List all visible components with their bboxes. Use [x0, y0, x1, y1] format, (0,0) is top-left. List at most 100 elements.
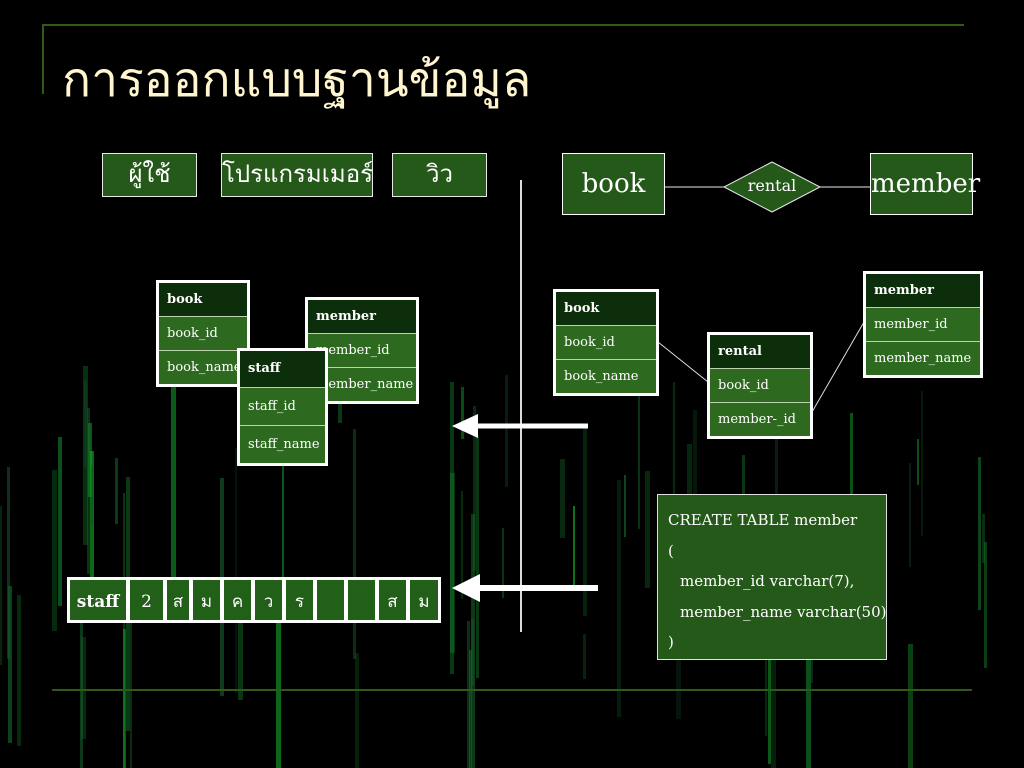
rain-streak — [617, 480, 621, 717]
rain-streak — [7, 467, 10, 659]
rain-streak — [90, 451, 94, 603]
rain-streak — [645, 471, 650, 588]
rain-streak — [502, 528, 504, 598]
rain-streak — [450, 382, 454, 674]
rain-streak — [505, 375, 508, 487]
rain-streak — [624, 475, 626, 537]
rain-streak — [471, 619, 474, 686]
rain-streak — [238, 581, 243, 700]
rain-streak — [583, 634, 586, 679]
rain-streak — [235, 448, 237, 693]
table-header: rental — [710, 335, 810, 368]
rain-streak — [171, 360, 176, 618]
rain-streak — [355, 653, 359, 768]
left-table-staff: staff staff_id staff_name — [237, 348, 328, 466]
relationship-rental-label: rental — [747, 176, 797, 195]
left-rule — [42, 24, 44, 94]
rain-streak — [742, 455, 745, 502]
sql-line: ) — [668, 633, 674, 651]
rain-streak — [471, 514, 475, 768]
rain-streak — [583, 424, 587, 616]
rain-streak — [8, 586, 12, 743]
rain-streak — [560, 459, 565, 538]
table-row: member_name — [308, 367, 416, 401]
level-user-box: ผู้ใช้ — [102, 153, 197, 197]
rain-streak — [693, 410, 697, 502]
rain-streak — [978, 457, 981, 610]
rain-streak — [982, 514, 985, 563]
left-table-book: book book_id book_name — [156, 280, 250, 387]
record-cell: ม — [408, 578, 440, 622]
bottom-rule — [52, 689, 972, 691]
sql-line: CREATE TABLE member — [668, 511, 858, 529]
top-rule — [42, 24, 964, 26]
rain-streak — [91, 465, 93, 526]
table-row: member-_id — [710, 402, 810, 436]
table-row: book_name — [556, 359, 656, 393]
table-row: member_name — [866, 341, 980, 375]
rain-streak — [353, 429, 356, 659]
table-row: book_id — [556, 325, 656, 359]
sql-create-table-box: CREATE TABLE member ( member_id varchar(… — [657, 494, 887, 660]
record-cell: ค — [222, 578, 253, 622]
relationship-diamond — [722, 161, 822, 213]
rain-streak — [638, 385, 640, 529]
level-view-box: วิว — [392, 153, 487, 197]
rain-streak — [52, 470, 57, 631]
sql-line: member_name varchar(50) — [680, 602, 887, 621]
rain-streak — [476, 435, 479, 678]
rain-streak — [80, 623, 83, 768]
rain-streak — [984, 542, 987, 668]
table-row: staff_name — [240, 425, 325, 463]
record-cell: 2 — [128, 578, 165, 622]
rain-streak — [921, 391, 923, 536]
rain-streak — [282, 465, 284, 588]
rain-streak — [806, 634, 811, 768]
divider-line — [520, 180, 522, 632]
table-row: book_id — [710, 368, 810, 402]
rain-streak — [908, 644, 913, 768]
sql-line: ( — [668, 541, 674, 560]
rain-streak — [909, 463, 911, 567]
slide-title: การออกแบบฐานข้อมูล — [62, 52, 532, 108]
rain-streak — [467, 621, 470, 768]
table-header: staff — [240, 351, 325, 387]
table-header: member — [866, 274, 980, 307]
rain-streak — [917, 439, 919, 485]
record-cell: staff — [68, 578, 128, 622]
record-cell: ร — [284, 578, 315, 622]
table-row: member_id — [308, 333, 416, 367]
record-cell: ม — [191, 578, 222, 622]
rain-streak — [450, 473, 455, 653]
record-cell: ส — [377, 578, 408, 622]
table-row: book_name — [159, 350, 247, 384]
table-row: book_id — [159, 316, 247, 350]
rain-streak — [573, 506, 575, 591]
rain-streak — [850, 413, 853, 542]
record-strip: staff 2 ส ม ค ว ร ส ม — [67, 577, 441, 623]
record-cell: ส — [165, 578, 191, 622]
rain-streak — [0, 506, 2, 665]
rain-streak — [461, 387, 464, 439]
rain-streak — [123, 629, 126, 768]
table-header: member — [308, 300, 416, 333]
right-table-book: book book_id book_name — [553, 289, 659, 396]
rain-streak — [673, 382, 675, 551]
table-header: book — [159, 283, 247, 316]
right-table-rental: rental book_id member-_id — [707, 332, 813, 439]
record-cell — [315, 578, 346, 622]
right-table-member: member member_id member_name — [863, 271, 983, 378]
table-row: member_id — [866, 307, 980, 341]
sql-line: member_id varchar(7), — [680, 572, 855, 590]
record-cell — [346, 578, 377, 622]
entity-book: book — [562, 153, 665, 215]
rain-streak — [84, 380, 87, 468]
entity-member: member — [870, 153, 980, 215]
record-cell: ว — [253, 578, 284, 622]
rain-streak — [775, 380, 778, 523]
level-programmer-box: โปรแกรมเมอร์ — [221, 153, 373, 197]
rain-streak — [17, 595, 21, 746]
rain-streak — [687, 444, 692, 528]
